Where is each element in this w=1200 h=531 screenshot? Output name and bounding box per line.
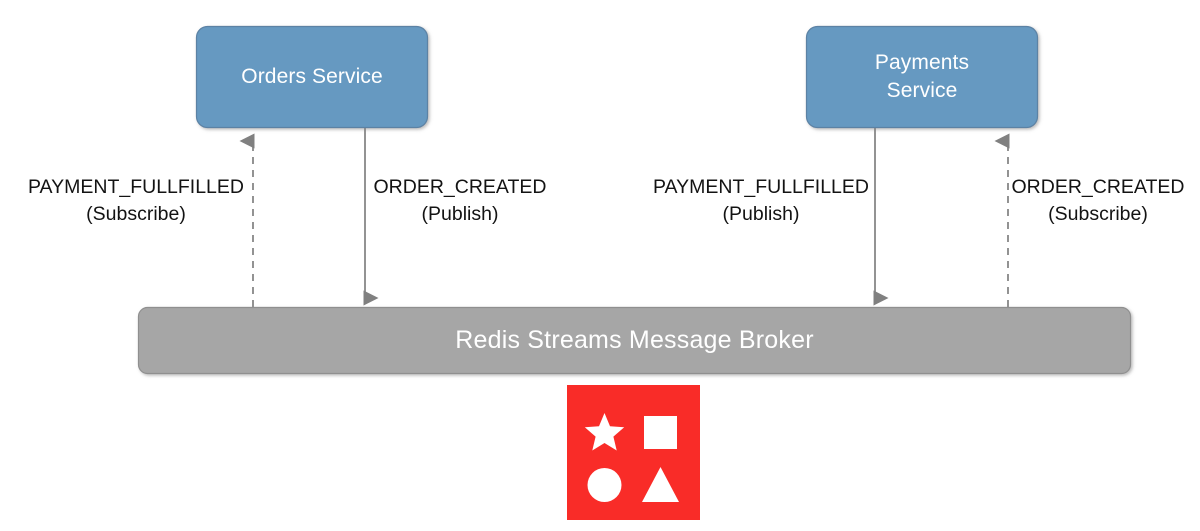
circle-icon xyxy=(587,468,622,502)
redis-logo xyxy=(567,385,700,520)
node-payments-service[interactable]: Payments Service xyxy=(806,26,1038,128)
edge-label-order-created-subscribe: ORDER_CREATED (Subscribe) xyxy=(1011,176,1185,225)
orders-service-shape xyxy=(195,25,429,129)
orders-service-label: Orders Service xyxy=(241,65,383,88)
star-icon xyxy=(584,413,625,451)
payments-service-shape xyxy=(805,25,1039,129)
triangle-icon xyxy=(642,467,679,502)
node-message-broker[interactable]: Redis Streams Message Broker xyxy=(138,307,1131,374)
node-orders-service[interactable]: Orders Service xyxy=(196,26,428,128)
message-broker-shape xyxy=(137,306,1132,375)
message-broker-label: Redis Streams Message Broker xyxy=(455,326,814,354)
edge-label-order-created-publish: ORDER_CREATED (Publish) xyxy=(373,176,547,225)
edge-label-payment-fullfilled-publish: PAYMENT_FULLFILLED (Publish) xyxy=(652,176,869,225)
square-icon xyxy=(644,416,677,449)
payments-service-label: Payments Service xyxy=(874,51,970,102)
redis-logo-background xyxy=(567,385,700,520)
edge-label-payment-fullfilled-subscribe: PAYMENT_FULLFILLED (Subscribe) xyxy=(27,176,244,225)
